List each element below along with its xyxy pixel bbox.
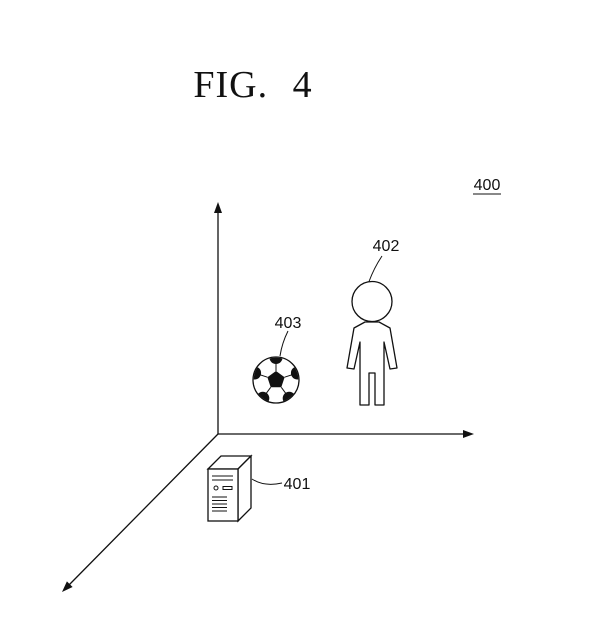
drive-slot (222, 486, 233, 490)
coordinate-axes (62, 202, 474, 592)
ball-seam (256, 373, 268, 378)
figure-reference: 400 (473, 177, 501, 195)
server-front-face (207, 468, 239, 522)
soccer-ball (252, 356, 300, 404)
x-axis-arrowhead (463, 430, 474, 438)
y-axis-arrowhead (214, 202, 222, 213)
z-axis-arrowhead (62, 581, 73, 592)
person-figure (346, 280, 398, 406)
ball-center-pentagon (267, 371, 285, 388)
server-leader-line (251, 478, 283, 485)
ball-seam (263, 387, 272, 398)
server-tower (206, 454, 253, 523)
ball-seam (284, 373, 296, 378)
person-ref-label: 402 (373, 238, 400, 255)
figure-reference-label: 400 (474, 177, 501, 194)
power-button (213, 485, 219, 491)
person-head (351, 280, 393, 323)
person-leader-line (368, 255, 383, 282)
server-ref-label: 401 (284, 476, 311, 493)
person-body (346, 321, 398, 406)
figure-title: FIG. 4 (193, 64, 312, 106)
ball-leader-line (279, 330, 289, 357)
ball-seams (256, 360, 296, 398)
server-front-details (212, 475, 233, 512)
ball-ref-label: 403 (275, 315, 302, 332)
z-axis-line (67, 433, 219, 587)
ball-patch (269, 357, 283, 364)
ball-seam (280, 387, 289, 398)
